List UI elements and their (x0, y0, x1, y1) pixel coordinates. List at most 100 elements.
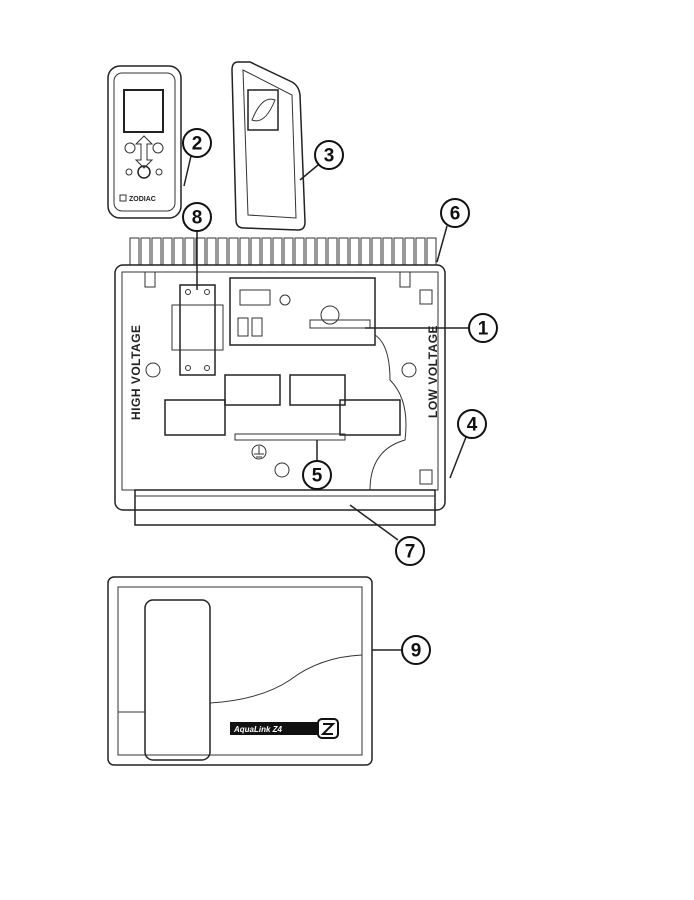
remote-cover-logo-icon (251, 98, 276, 122)
callout-9: 9 (401, 635, 431, 665)
heat-sink-fin (261, 237, 272, 266)
heat-sink-fin (206, 237, 217, 266)
enclosure-base (134, 489, 436, 526)
transformer-core (171, 304, 224, 351)
cover-window (144, 599, 211, 761)
remote-cover-shell (231, 61, 306, 231)
remote-screen (123, 89, 164, 133)
heat-sink-fin (239, 237, 250, 266)
relay (339, 399, 401, 436)
back-button-icon (124, 142, 136, 154)
screw-icon (204, 365, 210, 371)
pcb-battery (320, 305, 340, 325)
ground-icon (254, 446, 264, 458)
heat-sink-fin (393, 237, 404, 266)
remote-cover (231, 61, 306, 231)
right-button-icon (155, 168, 163, 176)
enclosure-cover: AquaLink Z4 (107, 576, 373, 766)
callout-number: 5 (312, 466, 323, 487)
heat-sink-fin (360, 237, 371, 266)
callout-number: 6 (450, 204, 461, 225)
cover-outline (107, 576, 373, 766)
callout-number: 3 (324, 146, 335, 167)
cover-inner-edge (117, 586, 363, 756)
heat-sink-fin (140, 237, 151, 266)
menu-button-icon (152, 142, 164, 154)
heat-sink-fin (129, 237, 140, 266)
leader-line-6 (436, 225, 448, 263)
callout-3: 3 (314, 140, 344, 170)
callout-circle (182, 128, 212, 158)
transformer (179, 284, 216, 376)
heat-sink-fin (426, 237, 437, 266)
brand-logo-icon (119, 194, 127, 202)
cover-logo: AquaLink Z4 (233, 725, 283, 734)
cover-logo-plate (230, 722, 318, 735)
leader-lines (183, 155, 469, 651)
knockout-hole (145, 362, 161, 378)
mounting-tabs (144, 272, 411, 288)
callout-6: 6 (440, 198, 470, 228)
heat-sink-fin (217, 237, 228, 266)
callout-circle (182, 202, 212, 232)
wireless-remote: ZODIAC (107, 65, 182, 219)
callout-1: 1 (468, 313, 498, 343)
heat-sink (129, 237, 437, 266)
callout-number: 2 (192, 134, 203, 155)
heat-sink-fin (250, 237, 261, 266)
top-latch (419, 289, 433, 305)
pcb-relay (237, 317, 249, 337)
heat-sink-fin (294, 237, 305, 266)
remote-cover-window (247, 89, 279, 131)
remote-body (107, 65, 182, 219)
up-down-arrow-icon (134, 135, 154, 169)
heat-sink-fin (316, 237, 327, 266)
callout-circle (440, 198, 470, 228)
ground-lug (251, 444, 267, 460)
callouts: 1 2 3 4 5 6 7 8 9 (182, 128, 498, 665)
callout-circle (395, 536, 425, 566)
circuit-board (229, 277, 376, 346)
heat-sink-fin (184, 237, 195, 266)
callout-8: 8 (182, 202, 212, 232)
leader-line-3 (299, 164, 319, 181)
terminal-bar (234, 433, 346, 441)
leader-line-7 (349, 504, 399, 541)
remote-bezel (113, 72, 176, 212)
callout-7: 7 (395, 536, 425, 566)
callout-circle (314, 140, 344, 170)
callout-circle (457, 409, 487, 439)
pcb-relay (251, 317, 263, 337)
callout-number: 4 (467, 415, 478, 436)
low-voltage-cable (369, 334, 407, 491)
heat-sink-fin (382, 237, 393, 266)
relay (224, 374, 281, 406)
screw-icon (185, 365, 191, 371)
callout-number: 1 (478, 319, 489, 340)
callout-number: 8 (192, 208, 203, 229)
heat-sink-fin (272, 237, 283, 266)
callout-circle (401, 635, 431, 665)
heat-sink-fin (415, 237, 426, 266)
knockout-hole (274, 462, 290, 478)
relay (164, 399, 226, 436)
cover-contour-line (118, 654, 363, 713)
pcb-chip (239, 289, 271, 306)
heat-sink-fin (349, 237, 360, 266)
relay (289, 374, 346, 406)
heat-sink-fin (404, 237, 415, 266)
knockout-hole (401, 362, 417, 378)
bottom-latch (419, 469, 433, 485)
pcb-terminal-block (309, 319, 371, 329)
heat-sink-fin (327, 237, 338, 266)
heat-sink-fin (371, 237, 382, 266)
heat-sink-fin (173, 237, 184, 266)
leader-line-4 (449, 436, 467, 479)
left-button-icon (125, 168, 133, 176)
low-voltage-label: LOW VOLTAGE (426, 325, 440, 418)
callout-4: 4 (457, 409, 487, 439)
pcb-capacitor (279, 294, 291, 306)
remote-brand: ZODIAC (129, 196, 156, 203)
callout-circle (302, 460, 332, 490)
